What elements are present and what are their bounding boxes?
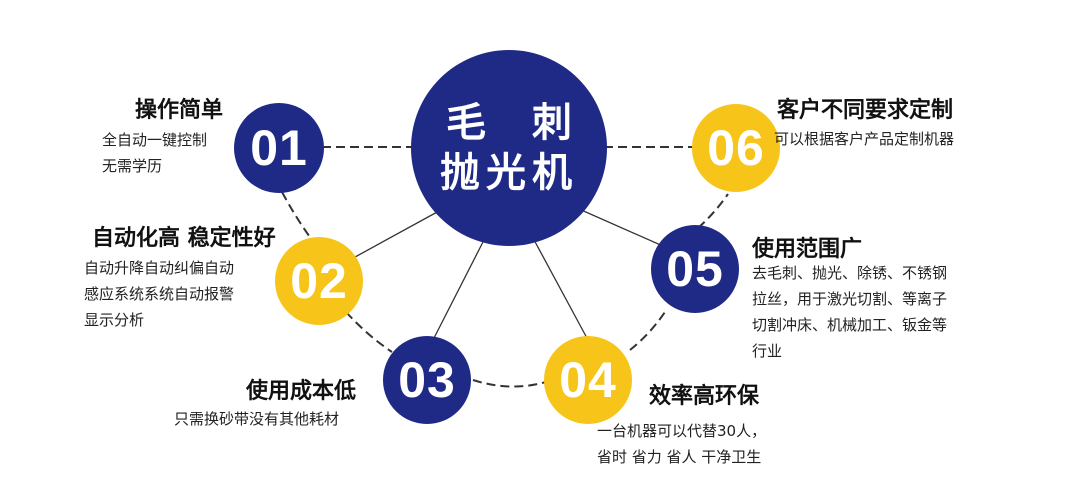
item-06-title: 客户不同要求定制 xyxy=(777,98,954,123)
item-04-desc-line: 省时 省力 省人 干净卫生 xyxy=(597,448,762,466)
item-03-desc-line: 只需换砂带没有其他耗材 xyxy=(174,410,340,428)
item-01-desc-line: 全自动一键控制 xyxy=(102,131,208,149)
node-04-number: 04 xyxy=(559,352,617,408)
spoke-04 xyxy=(532,237,589,341)
item-06-desc: 可以根据客户产品定制机器 xyxy=(774,126,954,152)
dash-04-05 xyxy=(629,311,666,351)
node-05: 05 xyxy=(651,225,739,313)
dash-03-04 xyxy=(472,379,547,388)
item-05-desc-line: 切割冲床、机械加工、钣金等 xyxy=(752,316,948,334)
item-02-desc-line: 自动升降自动纠偏自动 xyxy=(84,259,235,277)
node-06-number: 06 xyxy=(707,120,765,176)
item-05-desc: 去毛刺、抛光、除锈、不锈钢 拉丝，用于激光切割、等离子 切割冲床、机械加工、钣金… xyxy=(752,260,947,364)
node-04: 04 xyxy=(544,336,632,424)
dash-01-02 xyxy=(281,191,313,241)
dash-05-06 xyxy=(697,193,729,229)
item-03-desc: 只需换砂带没有其他耗材 xyxy=(174,406,339,432)
item-01-desc-line: 无需学历 xyxy=(102,157,163,175)
item-05-title: 使用范围广 xyxy=(752,237,863,262)
item-01-title: 操作简单 xyxy=(135,98,224,123)
item-05-desc-line: 去毛刺、抛光、除锈、不锈钢 xyxy=(752,264,948,282)
node-02: 02 xyxy=(275,237,363,325)
item-06-desc-line: 可以根据客户产品定制机器 xyxy=(774,130,955,148)
node-05-number: 05 xyxy=(666,241,724,297)
item-04-desc-line: 一台机器可以代替30人， xyxy=(597,422,767,440)
node-02-number: 02 xyxy=(290,253,348,309)
node-01: 01 xyxy=(234,103,324,193)
center-title-line2: 抛光机 xyxy=(440,150,578,196)
item-03-title: 使用成本低 xyxy=(246,379,357,404)
dash-02-03 xyxy=(345,311,393,353)
item-05-desc-line: 拉丝，用于激光切割、等离子 xyxy=(752,290,948,308)
center-char-1: 毛 xyxy=(446,100,486,146)
node-06: 06 xyxy=(692,104,780,192)
item-02-title: 自动化高 稳定性好 xyxy=(92,226,276,251)
item-02-desc-line: 感应系统系统自动报警 xyxy=(84,285,235,303)
item-04-desc: 一台机器可以代替30人， 省时 省力 省人 干净卫生 xyxy=(597,418,766,470)
node-01-number: 01 xyxy=(250,120,308,176)
center-char-2: 刺 xyxy=(532,100,572,146)
item-05-desc-line: 行业 xyxy=(752,342,783,360)
item-02-desc-line: 显示分析 xyxy=(84,311,145,329)
node-03: 03 xyxy=(383,336,471,424)
center-hub: 毛刺 抛光机 xyxy=(411,50,607,246)
center-title-line1: 毛刺 xyxy=(443,98,575,148)
item-02-desc: 自动升降自动纠偏自动 感应系统系统自动报警 显示分析 xyxy=(84,255,234,333)
node-03-number: 03 xyxy=(398,352,456,408)
item-04-title: 效率高环保 xyxy=(649,384,760,409)
spoke-03 xyxy=(432,237,486,341)
item-01-desc: 全自动一键控制 无需学历 xyxy=(102,127,207,179)
